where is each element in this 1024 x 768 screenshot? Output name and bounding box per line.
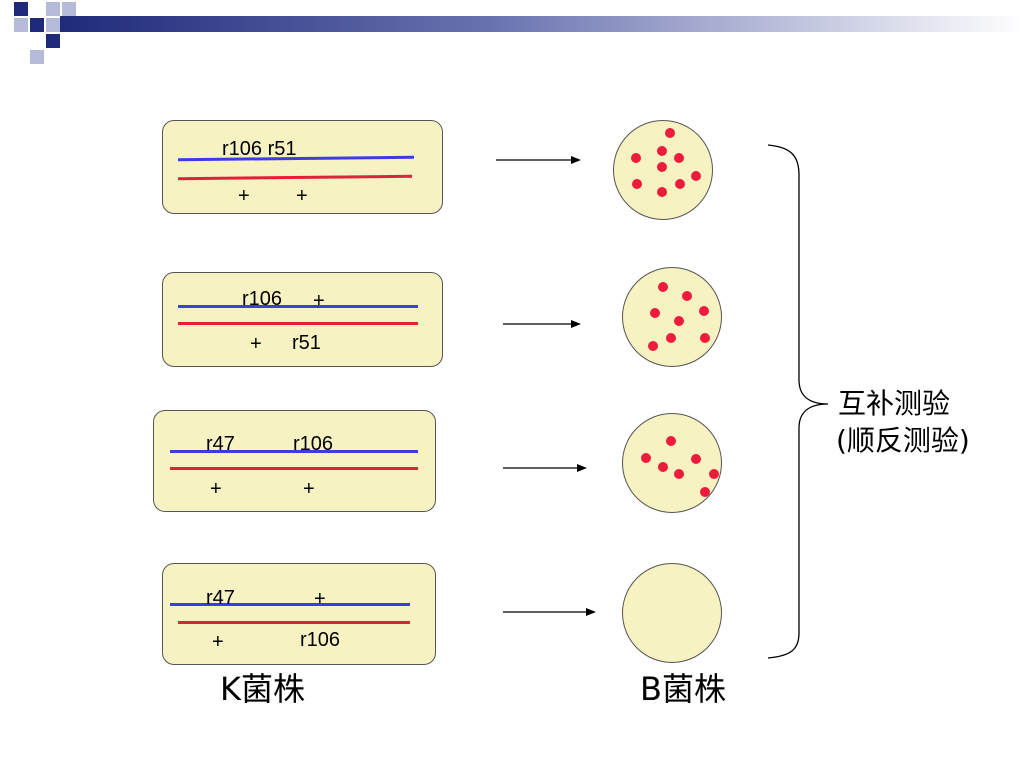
colony bbox=[666, 333, 676, 343]
genotype-box-2 bbox=[162, 272, 443, 367]
plate-1 bbox=[613, 120, 713, 220]
b-strain-caption: B菌株 bbox=[640, 670, 726, 708]
wildtype-label: + bbox=[296, 185, 308, 207]
k-strain-caption: K菌株 bbox=[220, 670, 305, 708]
header-decoration bbox=[14, 2, 1024, 64]
mutation-label: r51 bbox=[292, 332, 321, 354]
genotype-box-3 bbox=[153, 410, 436, 512]
colony bbox=[648, 341, 658, 351]
mutation-label: r106 bbox=[293, 433, 334, 455]
colony bbox=[674, 153, 684, 163]
top-strand-3 bbox=[170, 450, 418, 453]
wildtype-label: + bbox=[303, 478, 315, 500]
cis-trans-test-label: (顺反测验) bbox=[836, 424, 970, 457]
colony bbox=[674, 469, 684, 479]
wildtype-label: + bbox=[238, 185, 250, 207]
colony bbox=[657, 146, 667, 156]
colony bbox=[691, 454, 701, 464]
colony bbox=[674, 316, 684, 326]
colony bbox=[641, 453, 651, 463]
wildtype-label: + bbox=[250, 333, 262, 355]
arrow-icon bbox=[503, 320, 581, 328]
curly-brace-icon bbox=[767, 144, 829, 659]
top-strand-4 bbox=[170, 603, 410, 606]
plate-4 bbox=[622, 563, 722, 663]
colony bbox=[699, 306, 709, 316]
arrow-icon bbox=[503, 464, 587, 472]
mutation-label: r106 r51 bbox=[222, 138, 297, 160]
colony bbox=[658, 462, 668, 472]
mutation-label: r106 bbox=[300, 629, 341, 651]
wildtype-label: + bbox=[313, 290, 325, 312]
colony bbox=[709, 469, 719, 479]
colony bbox=[631, 153, 641, 163]
plate-2 bbox=[622, 267, 722, 367]
colony bbox=[657, 187, 667, 197]
genotype-box-4 bbox=[162, 563, 436, 665]
arrow-icon bbox=[496, 156, 581, 164]
wildtype-label: + bbox=[314, 588, 326, 610]
colony bbox=[657, 162, 667, 172]
bottom-strand-4 bbox=[178, 621, 410, 624]
genotype-box-1 bbox=[162, 120, 443, 214]
mutation-label: r47 bbox=[206, 587, 235, 609]
bottom-strand-3 bbox=[170, 467, 418, 470]
complementation-test-label: 互补测验 bbox=[838, 387, 951, 420]
colony bbox=[658, 282, 668, 292]
mutation-label: r106 bbox=[242, 288, 283, 310]
colony bbox=[632, 179, 642, 189]
plate-3 bbox=[622, 413, 722, 513]
colony bbox=[675, 179, 685, 189]
arrow-icon bbox=[503, 608, 596, 616]
colony bbox=[682, 291, 692, 301]
wildtype-label: + bbox=[212, 631, 224, 653]
wildtype-label: + bbox=[210, 478, 222, 500]
colony bbox=[666, 436, 676, 446]
colony bbox=[665, 128, 675, 138]
colony bbox=[700, 487, 710, 497]
colony bbox=[700, 333, 710, 343]
top-strand-2 bbox=[178, 305, 418, 308]
mutation-label: r47 bbox=[206, 433, 235, 455]
colony bbox=[691, 171, 701, 181]
bottom-strand-2 bbox=[178, 322, 418, 325]
colony bbox=[650, 308, 660, 318]
